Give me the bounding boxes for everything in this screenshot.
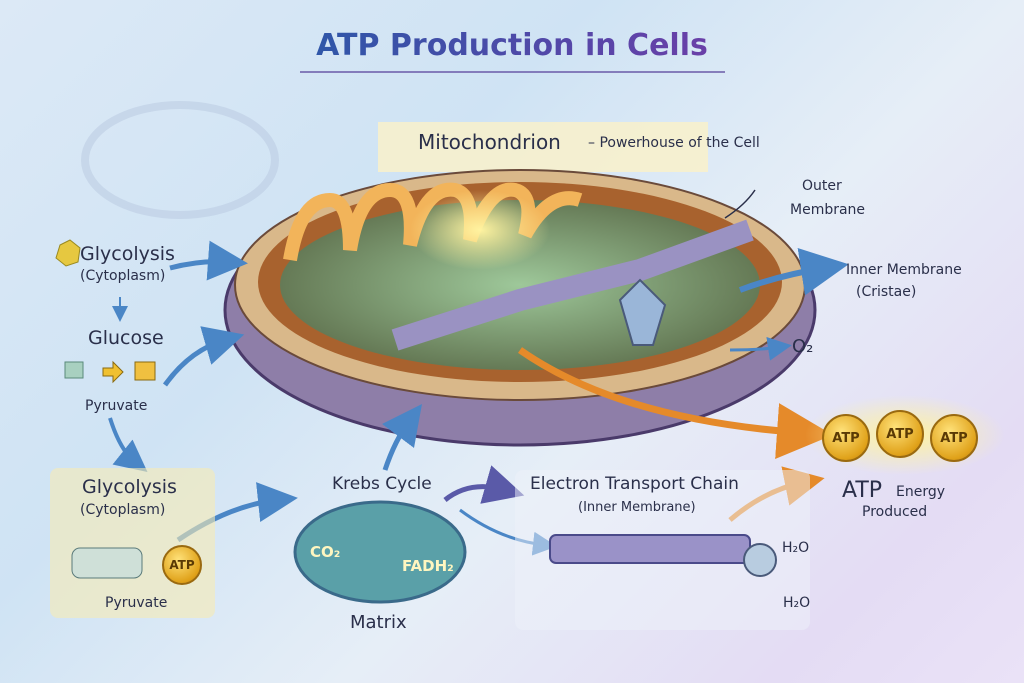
- glycolysis-box-location: (Cytoplasm): [80, 502, 166, 518]
- atp-coin: ATP: [162, 545, 202, 585]
- fadh2-label: FADH₂: [402, 557, 454, 575]
- matrix-icon: [293, 500, 467, 604]
- mitochondrion-label-box: [378, 122, 708, 172]
- pyruvate-label: Pyruvate: [85, 398, 148, 414]
- o2-label: O₂: [792, 336, 814, 357]
- outer-membrane-label-2: Membrane: [790, 202, 866, 218]
- energy-label: Energy: [896, 484, 946, 500]
- atp-coin: ATP: [876, 410, 924, 458]
- cristae-label: (Cristae): [856, 284, 917, 300]
- krebs-cycle-title: Krebs Cycle: [332, 474, 432, 494]
- page-title: ATP Production in Cells: [316, 28, 708, 63]
- etc-title: Electron Transport Chain: [530, 474, 739, 494]
- glycolysis-box-pyruvate: Pyruvate: [105, 595, 168, 611]
- glucose-icon: [55, 239, 81, 267]
- atp-produced-label: ATP: [842, 478, 883, 503]
- mitochondrion-icon: [223, 169, 817, 447]
- atp-coin: ATP: [822, 414, 870, 462]
- h2o-label: H₂O: [782, 540, 810, 556]
- inner-membrane-label: Inner Membrane: [846, 262, 962, 278]
- glycolysis-location: (Cytoplasm): [80, 268, 166, 284]
- produced-label: Produced: [862, 504, 928, 520]
- outer-membrane-label-1: Outer: [802, 178, 842, 194]
- matrix-label: Matrix: [350, 612, 407, 633]
- co2-label: CO₂: [310, 543, 341, 561]
- etc-location: (Inner Membrane): [578, 500, 696, 515]
- glycolysis-title: Glycolysis: [80, 243, 175, 265]
- mitochondrion-label: Mitochondrion: [418, 130, 561, 154]
- mitochondrion-subtitle: – Powerhouse of the Cell: [588, 135, 760, 151]
- faded-mitochondrion-icon: [81, 101, 279, 219]
- h2o-label: H₂O: [783, 595, 811, 611]
- atp-coin: ATP: [930, 414, 978, 462]
- electron-transport-chain-icon: [549, 534, 777, 577]
- glycolysis-box-title: Glycolysis: [82, 476, 177, 498]
- glucose-label: Glucose: [88, 327, 164, 349]
